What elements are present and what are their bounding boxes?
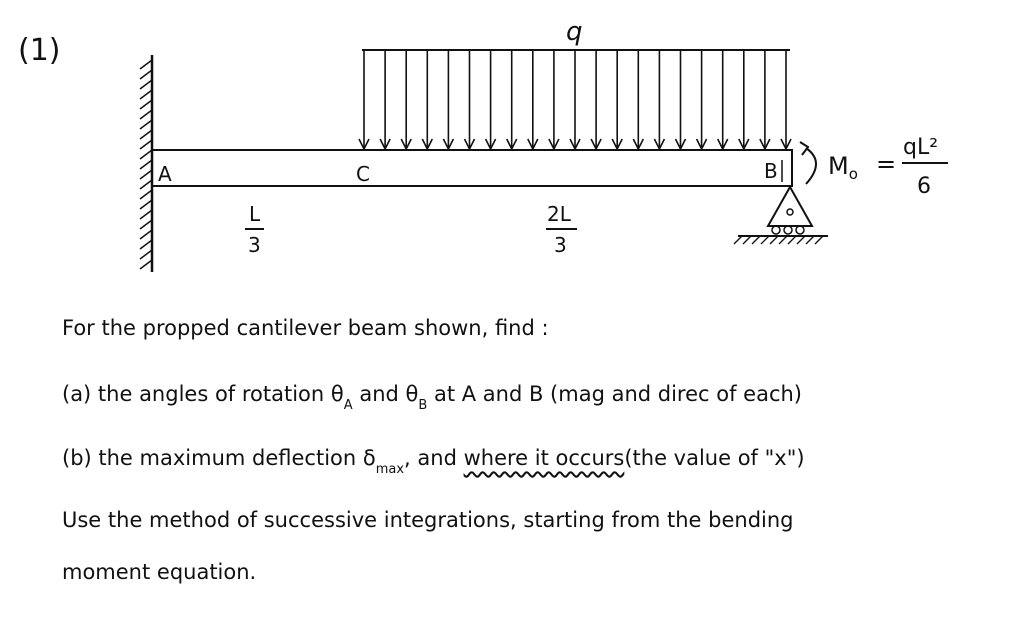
point-c-label: C <box>356 162 370 186</box>
fixed-support-wall <box>139 55 154 272</box>
problem-line-1: For the propped cantilever beam shown, f… <box>62 316 549 340</box>
moment-numerator: qL² <box>903 135 938 160</box>
underlined-phrase: where it occurs <box>463 446 625 470</box>
load-arrowhead <box>400 138 412 151</box>
load-arrowhead <box>716 138 729 151</box>
load-arrowhead <box>548 138 560 151</box>
point-b-label: B <box>764 159 778 183</box>
load-arrowhead <box>674 138 687 151</box>
svg-text:2L: 2L <box>547 202 572 226</box>
load-arrowhead <box>780 138 792 151</box>
load-arrowhead <box>632 138 645 151</box>
point-a-label: A <box>158 162 172 186</box>
moment-arrow <box>805 147 817 185</box>
beam <box>151 149 793 187</box>
load-arrowhead <box>738 138 750 151</box>
problem-line-2: (a) the angles of rotation θA and θB at … <box>62 382 802 413</box>
moment-label: Mo <box>828 152 858 183</box>
span-ac-label: L 3 <box>245 202 264 257</box>
load-arrowhead <box>569 138 581 151</box>
problem-line-3: (b) the maximum deflection δmax, and whe… <box>62 446 805 477</box>
load-arrowhead <box>590 138 602 151</box>
problem-number: (1) <box>18 33 61 68</box>
load-arrowhead <box>484 138 497 151</box>
roller-support <box>733 184 828 245</box>
svg-text:L: L <box>249 202 261 226</box>
load-arrowhead <box>379 138 391 151</box>
svg-text:3: 3 <box>248 233 261 257</box>
load-arrowhead <box>759 138 771 151</box>
problem-line-5: moment equation. <box>62 560 257 584</box>
svg-text:3: 3 <box>554 233 567 257</box>
load-arrowhead <box>653 138 666 151</box>
moment-denominator: 6 <box>917 174 931 199</box>
load-arrowhead <box>695 138 708 151</box>
load-arrowhead <box>358 138 370 151</box>
load-arrowhead <box>611 138 623 151</box>
load-label: q <box>566 17 583 47</box>
load-arrowhead <box>527 138 539 151</box>
distributed-load <box>358 49 792 151</box>
span-cb-label: 2L 3 <box>546 202 577 257</box>
load-arrowhead <box>442 138 455 151</box>
load-arrowhead <box>463 138 476 151</box>
load-arrowhead <box>421 138 434 151</box>
problem-line-4: Use the method of successive integration… <box>62 508 794 532</box>
moment-equals: = <box>876 150 896 178</box>
load-arrowhead <box>505 138 518 151</box>
